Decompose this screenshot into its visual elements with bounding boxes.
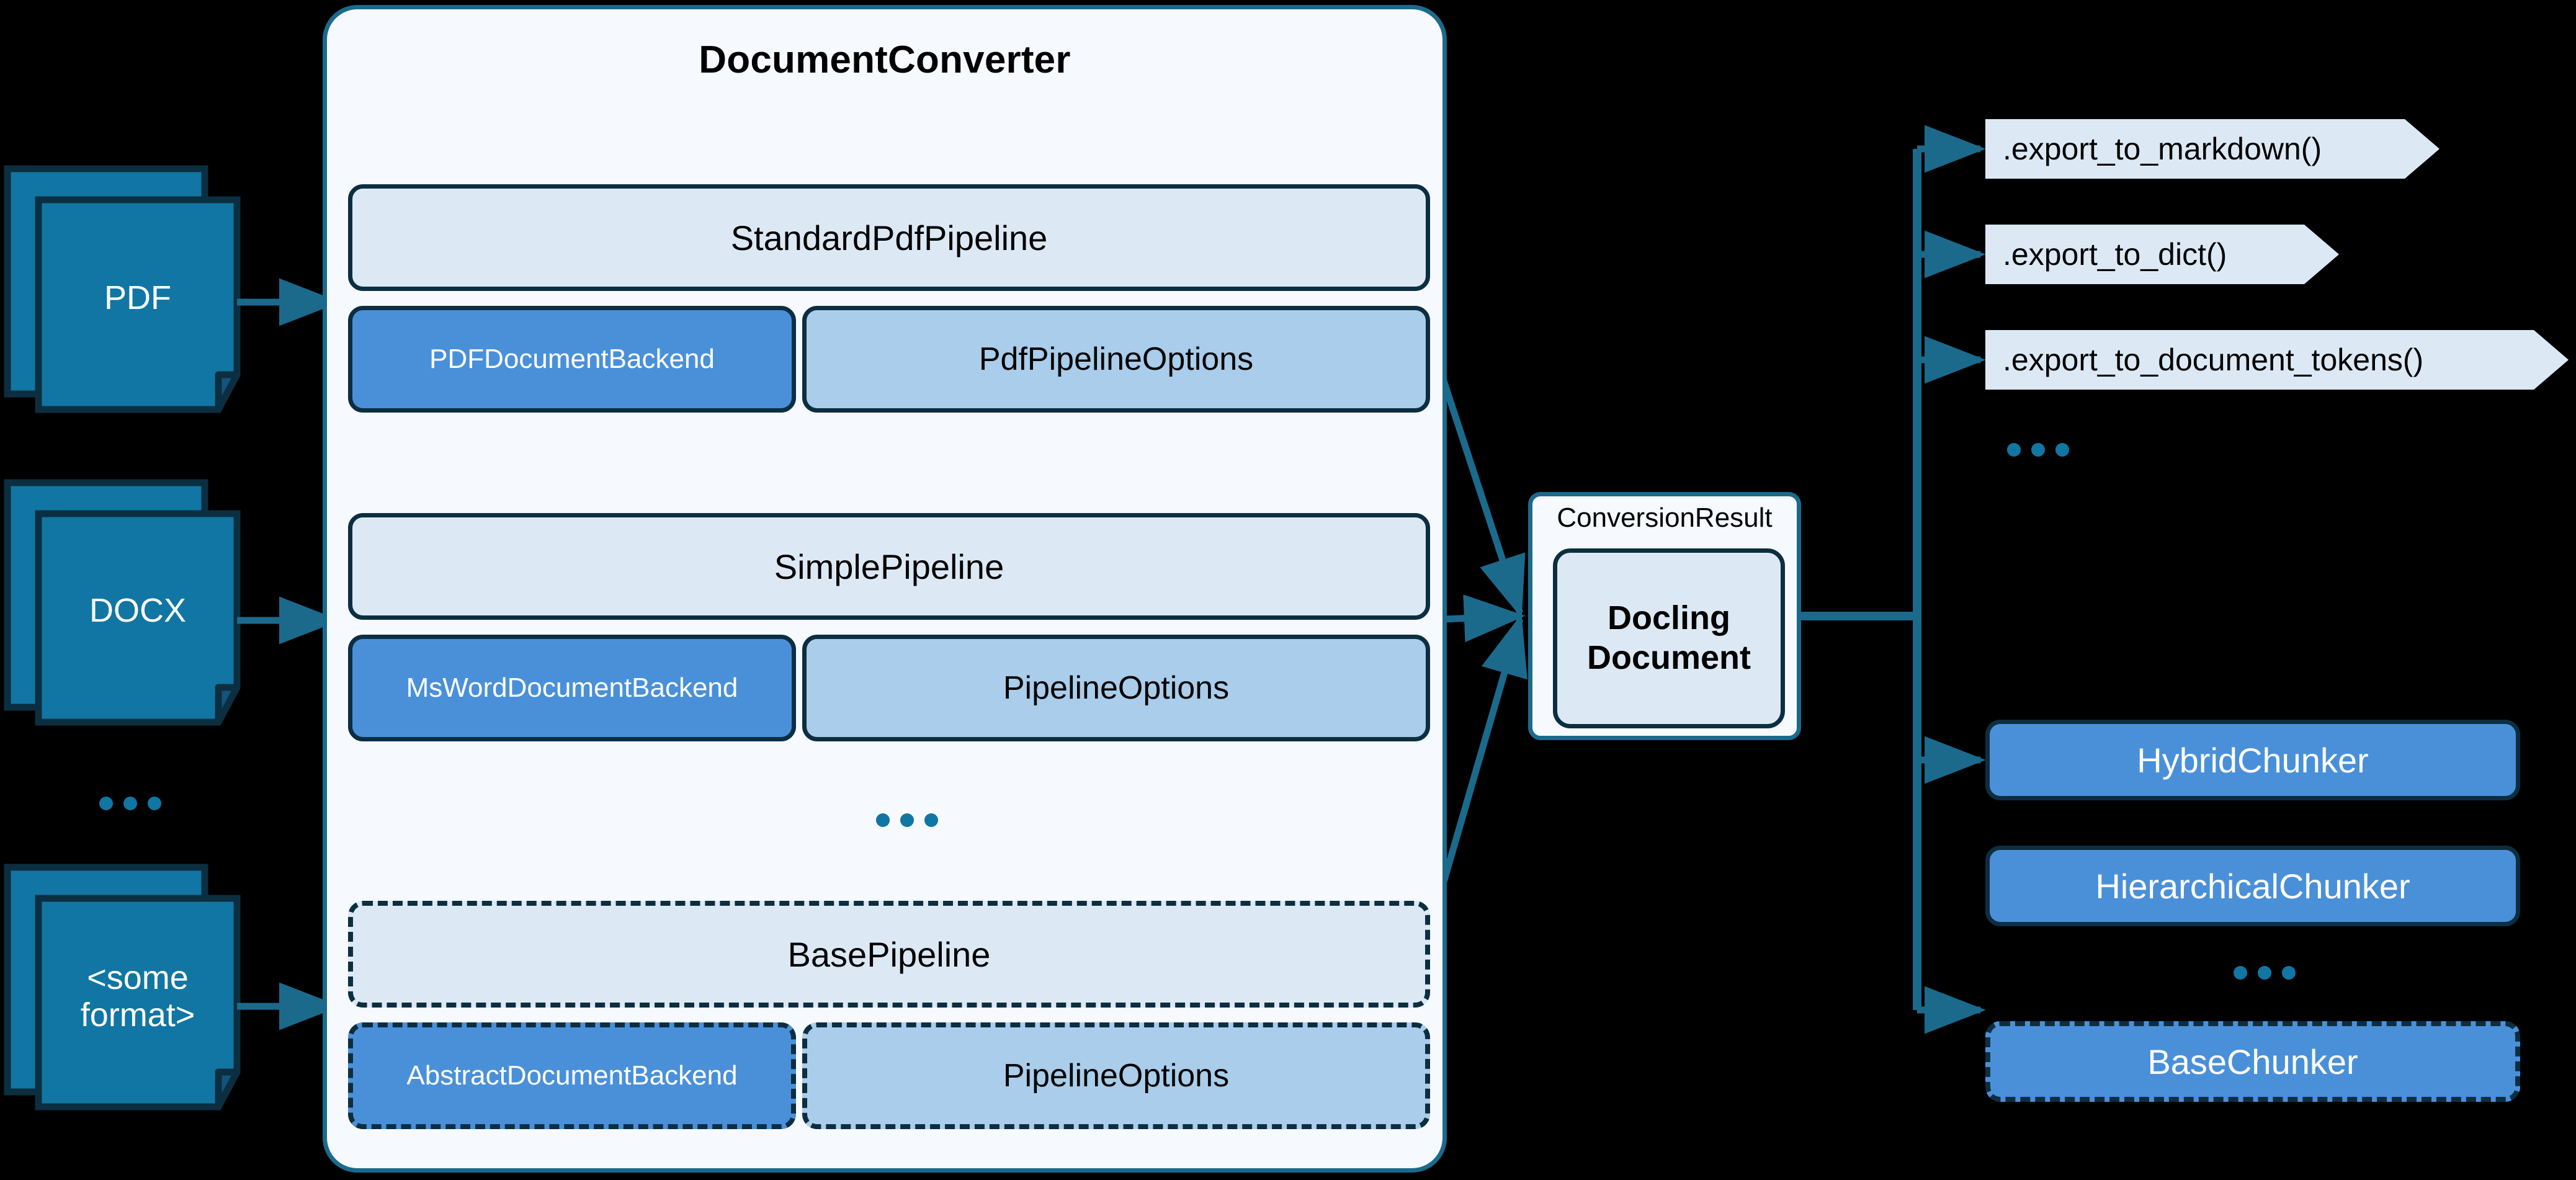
- export-chip-document-tokens[interactable]: .export_to_document_tokens(): [1985, 330, 2569, 390]
- docx-icon-label-wrap: DOCX: [38, 514, 237, 722]
- dot: [2282, 966, 2296, 980]
- dot: [148, 797, 161, 810]
- export-chip-markdown[interactable]: .export_to_markdown(): [1985, 119, 2440, 179]
- pipeline-header-label: StandardPdfPipeline: [730, 218, 1048, 257]
- conversion-result-box[interactable]: ConversionResult Docling Document: [1528, 492, 1801, 740]
- options-box-base[interactable]: PipelineOptions: [802, 1022, 1430, 1129]
- chunker-box-hierarchical[interactable]: HierarchicalChunker: [1985, 846, 2520, 926]
- backend-label: AbstractDocumentBackend: [406, 1060, 738, 1091]
- backend-box-msword[interactable]: MsWordDocumentBackend: [348, 635, 796, 741]
- export-label: .export_to_markdown(): [2003, 132, 2322, 166]
- dot: [900, 813, 914, 827]
- inputs-ellipsis: [99, 797, 161, 810]
- export-chip-dict[interactable]: .export_to_dict(): [1985, 225, 2339, 284]
- options-label: PipelineOptions: [1003, 670, 1230, 706]
- docx-label: DOCX: [89, 592, 186, 629]
- exports-ellipsis: [2007, 443, 2069, 457]
- dot: [99, 797, 113, 810]
- docling-document-box[interactable]: Docling Document: [1553, 548, 1785, 728]
- pdf-label: PDF: [104, 279, 171, 316]
- dot: [2007, 443, 2021, 457]
- pipeline-group-standard-pdf: StandardPdfPipeline PDFDocumentBackend P…: [348, 184, 1430, 413]
- dot: [2234, 966, 2247, 980]
- export-label: .export_to_dict(): [2003, 237, 2227, 272]
- backend-box-pdf[interactable]: PDFDocumentBackend: [348, 306, 796, 413]
- pipeline-row: PDFDocumentBackend PdfPipelineOptions: [348, 306, 1430, 413]
- dot: [924, 813, 938, 827]
- options-box-simple[interactable]: PipelineOptions: [802, 635, 1430, 741]
- result-output-tree: [1801, 149, 1921, 1010]
- some-format-label: <some format>: [80, 959, 195, 1034]
- conversion-result-label: ConversionResult: [1557, 503, 1773, 533]
- export-label: .export_to_document_tokens(): [2003, 342, 2424, 377]
- options-label: PdfPipelineOptions: [978, 341, 1254, 377]
- pipeline-header-simple[interactable]: SimplePipeline: [348, 513, 1430, 620]
- pipeline-header-label: BasePipeline: [787, 934, 991, 974]
- dot: [2055, 443, 2069, 457]
- pipeline-header-standard-pdf[interactable]: StandardPdfPipeline: [348, 184, 1430, 291]
- chunkers-ellipsis: [2234, 966, 2296, 980]
- dot: [2258, 966, 2271, 980]
- pipeline-row: AbstractDocumentBackend PipelineOptions: [348, 1022, 1430, 1129]
- backend-label: MsWordDocumentBackend: [406, 673, 738, 703]
- pdf-icon-label-wrap: PDF: [38, 200, 237, 409]
- dot: [876, 813, 890, 827]
- pipeline-group-simple: SimplePipeline MsWordDocumentBackend Pip…: [348, 513, 1430, 741]
- chunker-label: HierarchicalChunker: [2095, 866, 2410, 906]
- chunker-box-hybrid[interactable]: HybridChunker: [1985, 720, 2520, 800]
- pipeline-header-base[interactable]: BasePipeline: [348, 901, 1430, 1008]
- options-label: PipelineOptions: [1003, 1058, 1230, 1094]
- input-arrows: [237, 278, 341, 1030]
- some-format-icon-label-wrap: <some format>: [38, 898, 237, 1107]
- backend-label: PDFDocumentBackend: [429, 344, 715, 374]
- chunker-box-base[interactable]: BaseChunker: [1985, 1021, 2520, 1102]
- pipeline-header-label: SimplePipeline: [774, 547, 1004, 586]
- page-title: DocumentConverter: [699, 38, 1071, 81]
- dot: [2031, 443, 2045, 457]
- pipeline-group-base: BasePipeline AbstractDocumentBackend Pip…: [348, 901, 1430, 1129]
- chunker-label: HybridChunker: [2137, 740, 2369, 780]
- document-converter-container: DocumentConverter StandardPdfPipeline PD…: [323, 5, 1447, 1173]
- pipeline-row: MsWordDocumentBackend PipelineOptions: [348, 635, 1430, 741]
- options-box-pdf[interactable]: PdfPipelineOptions: [802, 306, 1430, 413]
- backend-box-abstract[interactable]: AbstractDocumentBackend: [348, 1022, 796, 1129]
- chunker-label: BaseChunker: [2147, 1042, 2358, 1081]
- dot: [123, 797, 137, 810]
- converter-ellipsis: [876, 813, 938, 827]
- output-branch-arrows: [1917, 125, 1986, 1034]
